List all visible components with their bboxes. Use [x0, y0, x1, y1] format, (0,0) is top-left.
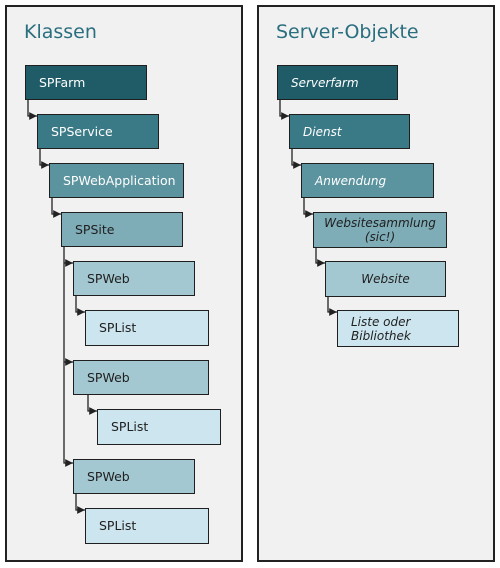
node-websitesammlung: Websitesammlung (sic!)	[313, 212, 447, 248]
node-anwendung: Anwendung	[301, 163, 434, 198]
node-spweb: SPWeb	[73, 360, 209, 395]
node-spweb: SPWeb	[73, 261, 195, 296]
server-objects-panel-title: Server-Objekte	[276, 21, 419, 43]
node-website: Website	[325, 261, 446, 297]
node-splist: SPList	[97, 409, 221, 445]
classes-panel-title: Klassen	[24, 21, 97, 43]
node-liste-oder-bibliothek: Liste oder Bibliothek	[337, 310, 459, 347]
node-spservice: SPService	[37, 114, 159, 149]
node-dienst: Dienst	[289, 114, 410, 149]
node-spfarm: SPFarm	[25, 65, 147, 100]
node-spsite: SPSite	[61, 212, 183, 247]
node-splist: SPList	[85, 508, 209, 544]
node-spweb: SPWeb	[73, 459, 195, 494]
node-serverfarm: Serverfarm	[277, 65, 398, 100]
node-spwebapplication: SPWebApplication	[49, 163, 184, 198]
node-splist: SPList	[85, 310, 209, 346]
